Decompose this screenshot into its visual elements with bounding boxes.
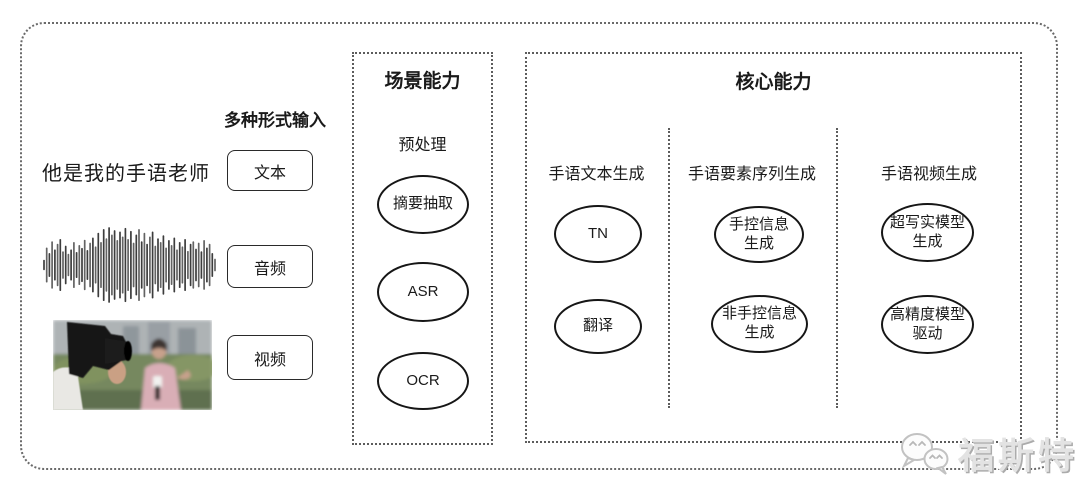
- input-type-video-button[interactable]: 视频: [227, 335, 313, 380]
- input-type-audio-button[interactable]: 音频: [227, 245, 313, 288]
- node-hyperrealistic-model-generation[interactable]: 超写实模型 生成: [881, 203, 974, 262]
- column-divider-2: [836, 128, 838, 408]
- node-ocr[interactable]: OCR: [377, 352, 469, 410]
- column-divider-1: [668, 128, 670, 408]
- watermark: 福斯特: [897, 427, 1078, 479]
- wechat-chat-bubbles-icon: [901, 433, 949, 475]
- node-tn[interactable]: TN: [554, 205, 642, 263]
- reporter-photo-illustration: [53, 320, 212, 410]
- outer-dotted-border: [20, 22, 1058, 470]
- video-thumbnail: [53, 320, 212, 410]
- example-sentence-text: 他是我的手语老师: [42, 163, 210, 185]
- column-header-sign-video-generation: 手语视频生成: [880, 166, 977, 183]
- column-header-sign-element-sequence-generation: 手语要素序列生成: [687, 166, 816, 183]
- core-capability-panel: [525, 52, 1022, 443]
- node-summary-extraction[interactable]: 摘要抽取: [377, 175, 469, 234]
- node-nonmanual-info-generation[interactable]: 非手控信息 生成: [711, 295, 808, 353]
- preprocess-label: 预处理: [398, 137, 447, 154]
- core-panel-title: 核心能力: [735, 72, 812, 93]
- node-asr[interactable]: ASR: [377, 262, 469, 322]
- column-header-sign-text-generation: 手语文本生成: [548, 166, 645, 183]
- node-manual-info-generation[interactable]: 手控信息 生成: [714, 206, 804, 263]
- audio-waveform-image: [43, 227, 216, 303]
- watermark-text: 福斯特: [958, 435, 1079, 476]
- scene-capability-panel: [352, 52, 493, 445]
- node-high-precision-model-driving[interactable]: 高精度模型 驱动: [881, 295, 974, 354]
- scene-panel-title: 场景能力: [384, 71, 461, 92]
- node-translation[interactable]: 翻译: [554, 299, 642, 354]
- input-type-text-button[interactable]: 文本: [227, 150, 313, 191]
- input-forms-label: 多种形式输入: [224, 111, 326, 130]
